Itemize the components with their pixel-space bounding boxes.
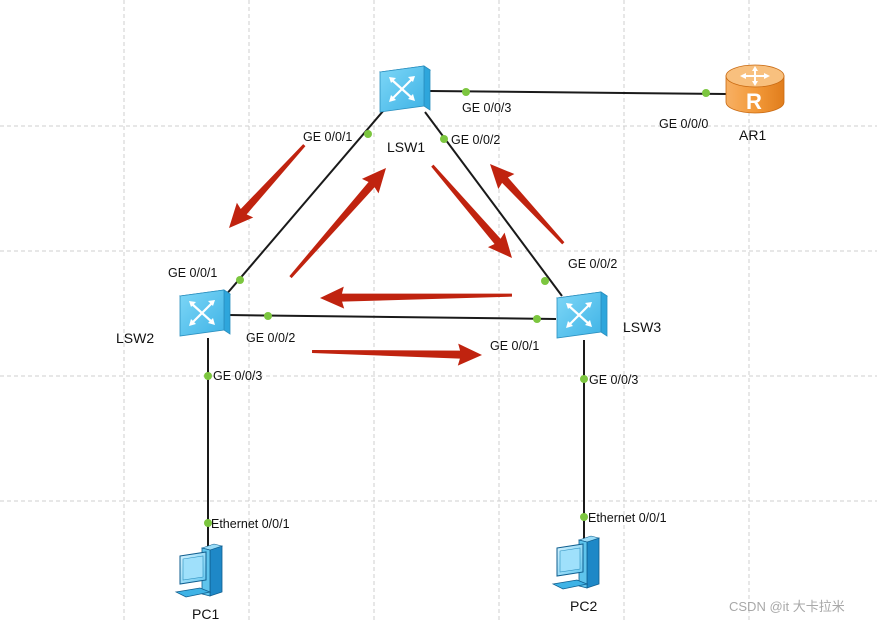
device-label-ar1: AR1 — [739, 127, 766, 143]
port-label-lsw3-g003: GE 0/0/3 — [589, 373, 638, 387]
router-ar1-icon[interactable]: R — [725, 64, 785, 114]
port-dot — [264, 312, 272, 320]
device-label-lsw2: LSW2 — [116, 330, 154, 346]
device-label-lsw3: LSW3 — [623, 319, 661, 335]
device-label-pc1: PC1 — [192, 606, 219, 622]
port-dot — [204, 519, 212, 527]
link-lsw1-lsw3 — [424, 111, 563, 297]
switch-lsw3-icon[interactable] — [555, 290, 609, 340]
link-lsw1-ar1 — [429, 90, 727, 95]
port-label-lsw2-g002: GE 0/0/2 — [246, 331, 295, 345]
port-label-lsw1-g001: GE 0/0/1 — [303, 130, 352, 144]
port-label-lsw3-g001: GE 0/0/1 — [490, 339, 539, 353]
port-label-lsw3-g002: GE 0/0/2 — [568, 257, 617, 271]
port-label-ar1-g000: GE 0/0/0 — [659, 117, 708, 131]
arrow-lsw1-to-lsw2 — [229, 144, 306, 228]
pc-pc1-icon[interactable] — [175, 543, 223, 598]
port-label-pc2-e001: Ethernet 0/0/1 — [588, 511, 667, 525]
port-dot — [702, 89, 710, 97]
link-lsw2-lsw3 — [227, 314, 557, 320]
switch-lsw1-icon[interactable] — [378, 64, 432, 114]
watermark-text: CSDN @it 大卡拉米 — [729, 599, 845, 614]
port-label-pc1-e001: Ethernet 0/0/1 — [211, 517, 290, 531]
port-dot — [541, 277, 549, 285]
port-dot — [236, 276, 244, 284]
link-lsw1-lsw2 — [224, 109, 385, 297]
traffic-arrows — [229, 144, 565, 366]
port-dots — [204, 88, 710, 527]
port-label-lsw2-g003: GE 0/0/3 — [213, 369, 262, 383]
device-label-pc2: PC2 — [570, 598, 597, 614]
port-label-lsw1-g002: GE 0/0/2 — [451, 133, 500, 147]
svg-text:R: R — [746, 89, 762, 114]
port-dot — [462, 88, 470, 96]
arrow-lsw1-to-lsw3 — [431, 164, 512, 258]
port-dot — [533, 315, 541, 323]
port-dot — [204, 372, 212, 380]
switch-lsw2-icon[interactable] — [178, 288, 232, 338]
port-label-lsw1-g003: GE 0/0/3 — [462, 101, 511, 115]
links — [207, 90, 727, 548]
device-label-lsw1: LSW1 — [387, 139, 425, 155]
pc-pc2-icon[interactable] — [552, 535, 600, 590]
port-dot — [580, 375, 588, 383]
arrow-lsw3-to-lsw2 — [320, 286, 513, 309]
port-dot — [580, 513, 588, 521]
port-dot — [440, 135, 448, 143]
port-label-lsw2-g001: GE 0/0/1 — [168, 266, 217, 280]
arrow-lsw2-to-lsw1 — [289, 168, 386, 279]
port-dot — [364, 130, 372, 138]
arrow-lsw3-to-lsw1 — [490, 164, 565, 245]
arrow-lsw2-to-lsw3 — [312, 343, 482, 366]
